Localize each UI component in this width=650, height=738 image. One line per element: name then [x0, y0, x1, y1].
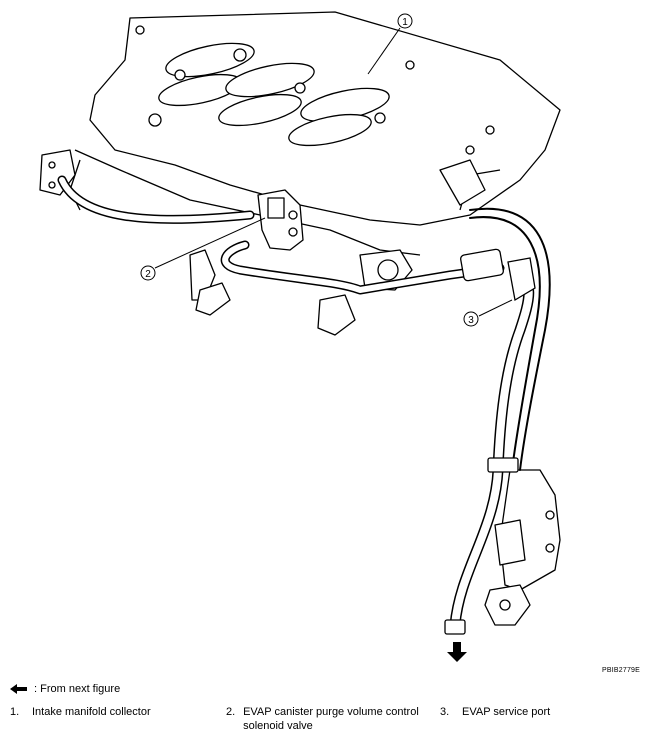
arrow-legend: : From next figure	[10, 683, 120, 695]
callout-1: 1	[397, 13, 413, 29]
evap-line-diagram: 1 2 3	[39, 11, 561, 662]
svg-text:3: 3	[468, 315, 474, 326]
callout-3: 3	[463, 311, 479, 327]
evap-service-port	[460, 248, 504, 282]
callout-2: 2	[140, 265, 156, 281]
svg-text:1: 1	[402, 17, 408, 28]
down-arrow-icon	[447, 642, 467, 662]
arrow-legend-text: : From next figure	[34, 683, 121, 695]
legend-item-2: 2. EVAP canister purge volume control so…	[226, 706, 419, 732]
runner-1	[165, 42, 255, 78]
svg-text:2: 2	[145, 269, 151, 280]
runner-4	[218, 93, 302, 127]
figure-id: PBIB2779E	[602, 667, 640, 674]
left-arrow-icon	[10, 684, 27, 694]
legend-item-3: 3. EVAP service port	[440, 706, 551, 718]
runner-6	[288, 113, 372, 147]
runner-3	[225, 62, 315, 98]
legend-item-1: 1. Intake manifold collector	[10, 706, 151, 718]
